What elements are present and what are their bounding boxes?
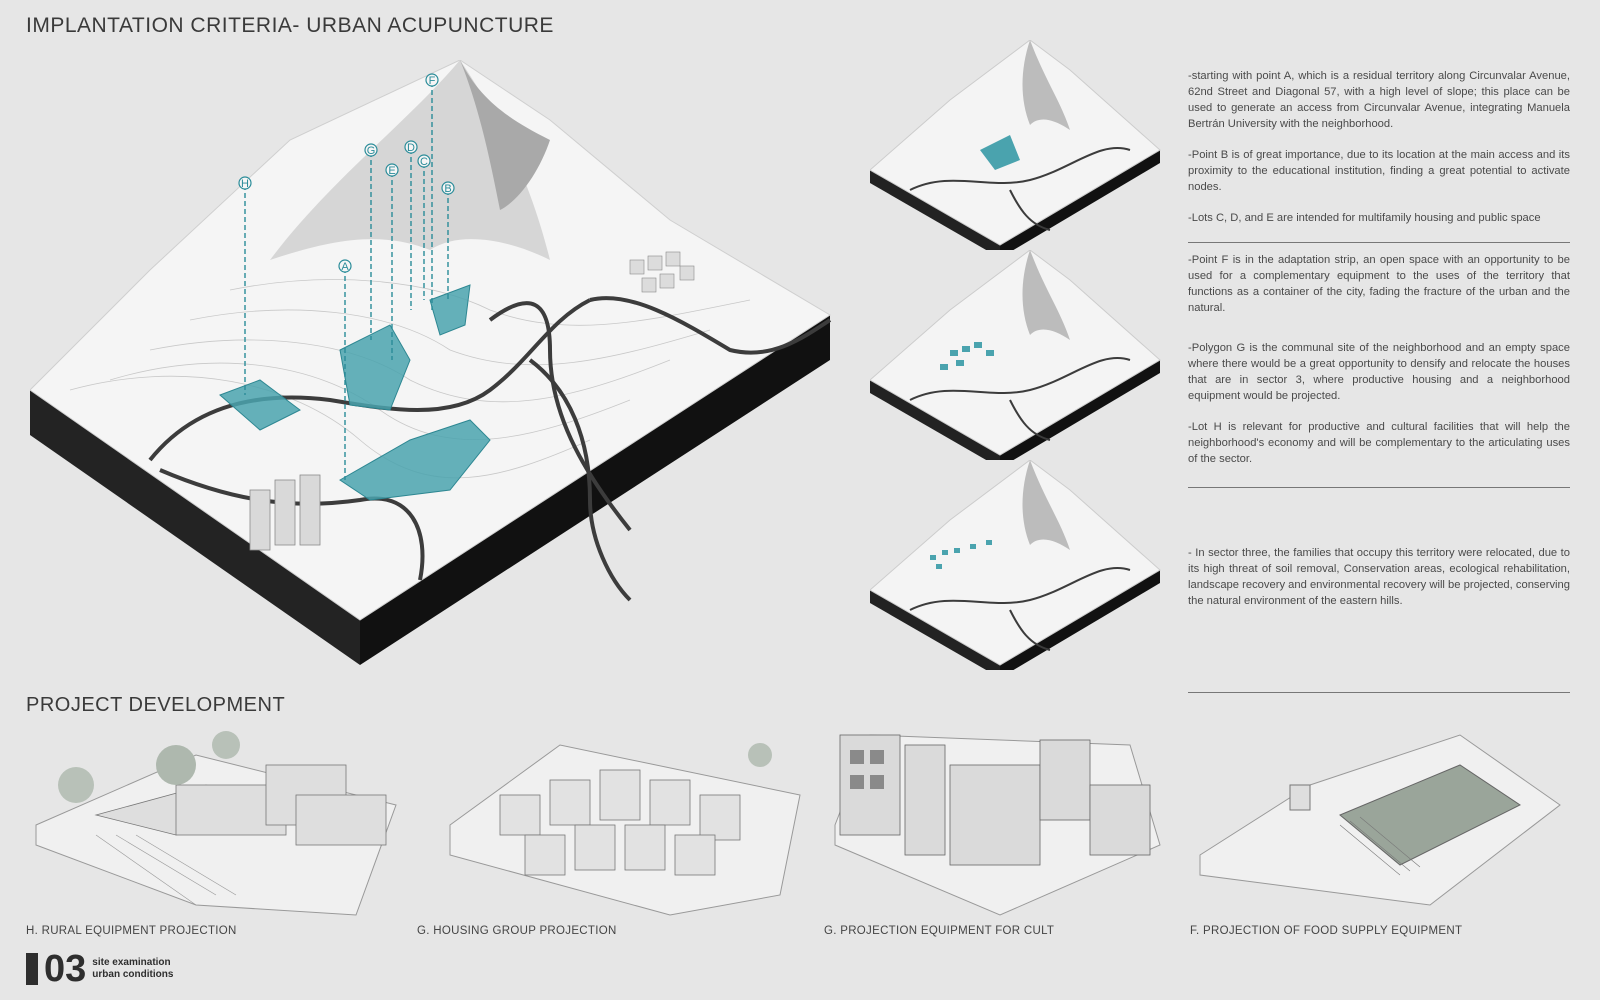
divider-2 — [1188, 487, 1570, 488]
mini-diagram-3 — [870, 460, 1161, 670]
intervention-zones — [219, 284, 491, 501]
building-cluster — [629, 251, 695, 293]
caption-housing-group: G. HOUSING GROUP PROJECTION — [417, 925, 617, 937]
project-housing-group — [449, 743, 801, 916]
zone-b — [429, 284, 471, 336]
pin-label-b: B — [444, 183, 451, 195]
zone-h — [219, 379, 301, 431]
pin-label-d: D — [407, 142, 415, 154]
project-cult-equipment — [834, 734, 1161, 916]
pin-label-c: C — [420, 156, 428, 168]
zone-a — [339, 419, 491, 501]
divider-1 — [1188, 242, 1570, 243]
caption-food-supply: F. PROJECTION OF FOOD SUPPLY EQUIPMENT — [1190, 925, 1463, 937]
footer-bar — [26, 953, 38, 985]
pin-label-f: F — [429, 75, 436, 87]
contour-lines — [69, 279, 751, 479]
description-point-b: -Point B is of great importance, due to … — [1188, 149, 1570, 193]
pin-label-h: H — [241, 178, 249, 190]
pins — [244, 82, 449, 480]
page-number-footer: 03 site examination urban conditions — [26, 948, 173, 990]
description-sector-three: - In sector three, the families that occ… — [1188, 547, 1570, 607]
caption-cult-equipment: G. PROJECTION EQUIPMENT FOR CULT — [824, 925, 1055, 937]
description-point-f: -Point F is in the adaptation strip, an … — [1188, 254, 1570, 314]
terrain-base-left — [30, 390, 360, 665]
pin-label-e: E — [388, 165, 395, 177]
pin-label-g: G — [367, 145, 376, 157]
footer-subtitle: site examination urban conditions — [92, 957, 173, 981]
description-lot-h: -Lot H is relevant for productive and cu… — [1188, 421, 1570, 465]
pin-markers — [238, 73, 455, 273]
terrain-surface — [30, 60, 831, 621]
pin-label-a: A — [341, 261, 349, 273]
main-terrain-diagram: H G E D C B A F — [30, 60, 832, 665]
terrain-base-right — [360, 315, 830, 665]
mini-diagram-2 — [870, 250, 1161, 460]
mini-diagram-1 — [870, 40, 1161, 250]
mountain-ridge-shadow — [460, 60, 550, 210]
description-polygon-g: -Polygon G is the communal site of the n… — [1188, 342, 1570, 402]
description-point-a: -starting with point A, which is a resid… — [1188, 70, 1570, 130]
description-lots-cde: -Lots C, D, and E are intended for multi… — [1188, 212, 1541, 224]
footer-line-2: urban conditions — [92, 969, 174, 980]
description-block-1: -starting with point A, which is a resid… — [1188, 68, 1570, 241]
page-number: 03 — [44, 948, 87, 990]
page-title: IMPLANTATION CRITERIA- URBAN ACUPUNCTURE — [26, 14, 554, 37]
project-food-supply — [1199, 734, 1561, 906]
description-block-2: -Point F is in the adaptation strip, an … — [1188, 252, 1570, 482]
project-rural-equipment — [35, 731, 397, 916]
roads — [148, 296, 832, 602]
caption-rural-equipment: H. RURAL EQUIPMENT PROJECTION — [26, 925, 237, 937]
footer-line-1: site examination — [92, 957, 171, 968]
zone-g — [339, 324, 411, 411]
towers — [249, 474, 321, 551]
section-title: PROJECT DEVELOPMENT — [26, 694, 286, 716]
divider-3 — [1188, 692, 1570, 693]
description-block-3: - In sector three, the families that occ… — [1188, 545, 1570, 624]
